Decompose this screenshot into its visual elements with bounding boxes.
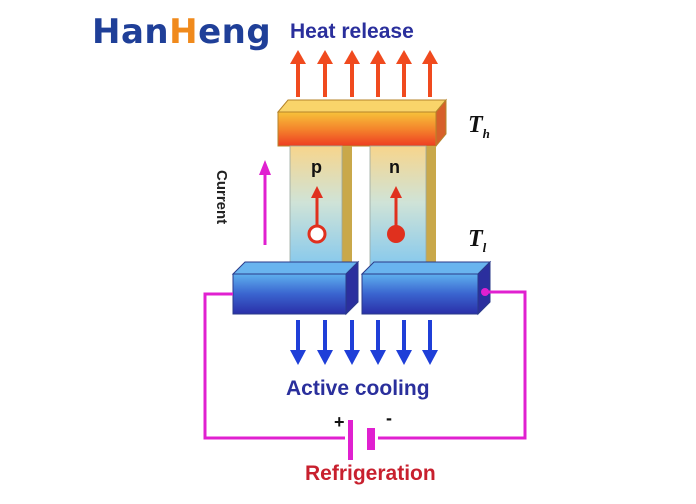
current-label: Current (213, 170, 230, 225)
th-sub: h (482, 125, 490, 141)
battery-minus-sign: - (386, 408, 392, 428)
heat-arrow-2 (317, 50, 333, 97)
cold-plate-right (360, 260, 492, 316)
hot-temperature-label: Th (468, 112, 490, 142)
p-type-label: p (311, 157, 322, 177)
battery-icon (348, 420, 375, 460)
heat-arrow-6 (422, 50, 438, 97)
cold-plate-left (231, 260, 360, 316)
cool-arrow-4 (370, 320, 386, 365)
hot-plate (276, 98, 448, 148)
current-arrow (259, 160, 271, 245)
heat-arrow-3 (344, 50, 360, 97)
active-cooling-label: Active cooling (286, 377, 430, 400)
cold-temperature-label: Tl (468, 226, 486, 256)
cooling-arrows (290, 320, 438, 365)
heat-release-label: Heat release (290, 20, 414, 43)
hanheng-logo: HanHeng (92, 12, 271, 52)
logo-part-eng: eng (198, 12, 272, 52)
n-leg (369, 145, 436, 273)
cool-arrow-6 (422, 320, 438, 365)
th-main: T (468, 112, 483, 138)
heat-arrows (290, 50, 438, 97)
tl-main: T (468, 226, 483, 252)
tl-sub: l (482, 239, 487, 255)
logo-part-han: Han (92, 12, 170, 52)
wire-junction (481, 288, 489, 296)
heat-arrow-1 (290, 50, 306, 97)
hole-carrier (307, 186, 327, 244)
cool-arrow-1 (290, 320, 306, 365)
logo-part-h: H (169, 12, 199, 52)
cool-arrow-5 (396, 320, 412, 365)
refrigeration-label: Refrigeration (305, 462, 436, 485)
cool-arrow-2 (317, 320, 333, 365)
cool-arrow-3 (344, 320, 360, 365)
heat-arrow-5 (396, 50, 412, 97)
n-type-label: n (389, 157, 400, 177)
battery-plus-sign: + (334, 412, 345, 432)
heat-arrow-4 (370, 50, 386, 97)
circuit-wire (203, 290, 527, 440)
electron-carrier (387, 186, 405, 243)
